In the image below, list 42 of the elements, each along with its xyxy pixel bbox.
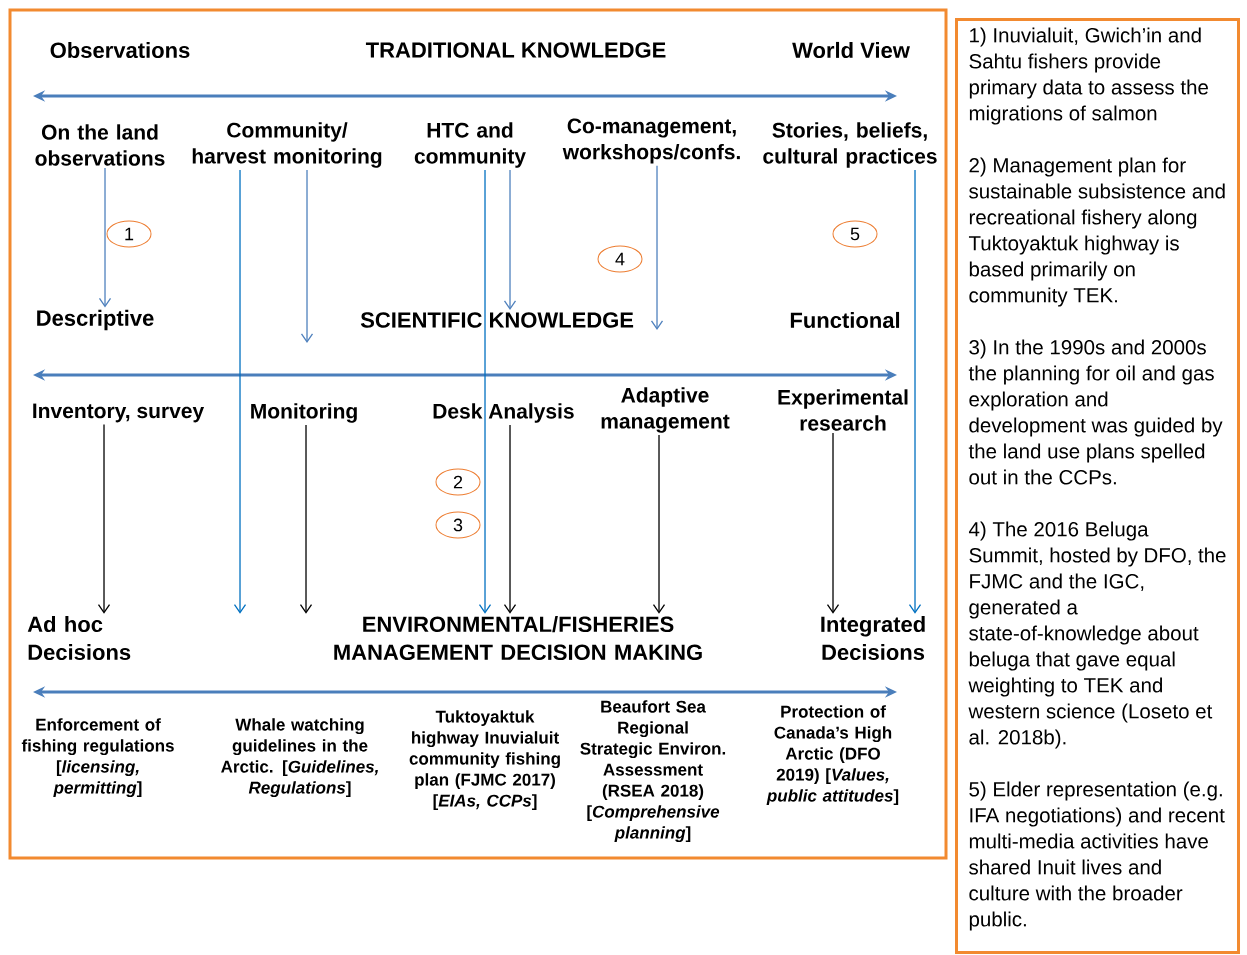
callout-number: 2 — [435, 468, 481, 496]
category-text: Stories, beliefs, cultural practices — [763, 122, 937, 168]
arrow — [299, 424, 313, 614]
arrow — [300, 169, 314, 343]
heading-text: SCIENTIFIC KNOWLEDGE — [360, 312, 634, 328]
arrow — [503, 424, 517, 614]
arrow — [233, 169, 247, 614]
heading-text: Descriptive — [37, 309, 154, 331]
heading-text: Observations — [50, 41, 190, 59]
arrow — [908, 169, 922, 614]
example-text: Whale watching guidelines in the Arctic. [Guidelines, Regulations] — [221, 718, 378, 798]
arrow — [98, 167, 112, 308]
arrow — [826, 432, 840, 614]
example-text: Beaufort Sea Regional Strategic Environ. Assessment (RSEA 2018) [Comprehensive planning] — [580, 700, 726, 843]
category-text: Adaptive management — [601, 387, 730, 433]
heading-text: Integrated Decisions — [821, 615, 925, 661]
arrow — [503, 169, 517, 310]
category-text: On the land observations — [35, 124, 165, 166]
notes-box: 1) Inuvialuit, Gwich’in and Sahtu fishers provide primary data to assess the migrations of salmon 2) Management plan for sustainable subsistence and recreational fishery along Tuktoyaktuk highway is based primarily on community TEK. 3) In the 1990s and 2000s the planning for oil and gas exploration and development was guided by the land use plans spelled out in the CCPs. 4) The 2016 Beluga Summit, hosted by DFO, the FJMC and the IGC, generated a state-of-knowledge about beluga that gave equal weighting to TEK and western science (Loseto et al. 2018b). 5) Elder representation (e.g. IFA negotiations) and recent multi-media activities have shared Inuit lives and culture with the broader public. — [955, 18, 1240, 954]
arrow — [97, 423, 111, 614]
arrow — [478, 169, 492, 614]
callout-number: 5 — [832, 220, 878, 248]
heading-text: ENVIRONMENTAL/FISHERIES MANAGEMENT DECISION MAKING — [334, 615, 702, 661]
category-text: Inventory, survey — [33, 403, 205, 423]
category-text: Desk Analysis — [433, 403, 574, 423]
callout-number: 1 — [106, 220, 152, 248]
example-text: Enforcement of fishing regulations [licensing, permitting] — [21, 718, 174, 798]
category-text: Community/ harvest monitoring — [192, 122, 382, 168]
example-text: Protection of Canada’s High Arctic (DFO 2019) [Values, public attitudes] — [766, 705, 899, 806]
callout-number: 4 — [597, 245, 643, 273]
category-text: Experimental research — [778, 389, 908, 431]
category-text: Monitoring — [251, 403, 357, 423]
arrow — [652, 434, 666, 614]
heading-text: World View — [792, 41, 910, 59]
callout-number: 3 — [435, 511, 481, 539]
heading-text: Ad hoc Decisions — [27, 615, 131, 661]
heading-text: TRADITIONAL KNOWLEDGE — [365, 42, 666, 58]
heading-text: Functional — [790, 311, 900, 329]
category-text: HTC and community — [414, 122, 526, 168]
example-text: Tuktoyaktuk highway Inuvialuit community fishing plan (FJMC 2017) [EIAs, CCPs] — [409, 710, 560, 811]
category-text: Co-management, workshops/confs. — [562, 118, 740, 164]
arrow — [650, 165, 664, 330]
